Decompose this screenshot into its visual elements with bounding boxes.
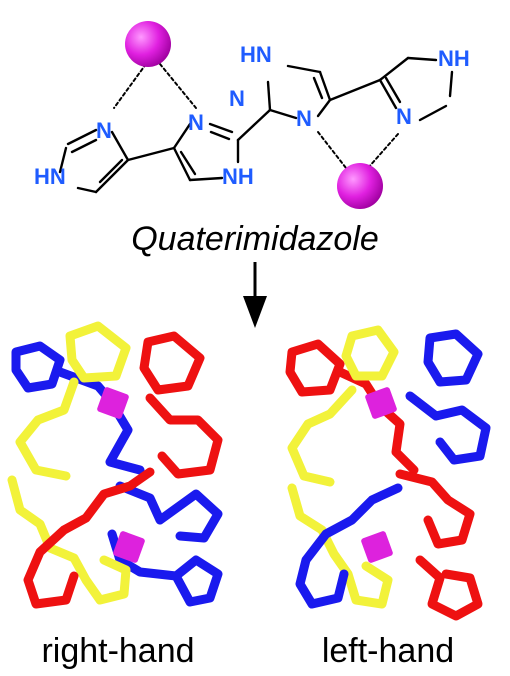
- metal-ion-bottom: [337, 163, 383, 209]
- metal-center-top-2: [365, 387, 397, 419]
- reaction-arrow: [243, 262, 267, 328]
- helicate-left-hand: [285, 325, 491, 621]
- metal-center-top: [97, 387, 129, 419]
- helicate-right-hand: [7, 321, 223, 609]
- metal-ion-top: [125, 21, 171, 67]
- structure: [58, 56, 454, 194]
- caption-left-hand: left-hand: [322, 632, 454, 670]
- label-nh-top-left: HN: [240, 42, 272, 67]
- metal-center-bottom-2: [361, 531, 393, 563]
- metal-center-bottom: [113, 531, 145, 563]
- compound-name: Quaterimidazole: [131, 220, 379, 258]
- label-n-4: N: [296, 106, 312, 131]
- label-nh-top-right: NH: [438, 46, 470, 71]
- caption-right-hand: right-hand: [41, 632, 194, 670]
- label-n-3: N: [229, 86, 245, 111]
- label-n-2: N: [188, 110, 204, 135]
- label-n-5: N: [396, 104, 412, 129]
- label-n-1: N: [96, 118, 112, 143]
- label-nh-bottom-center: NH: [222, 164, 254, 189]
- label-nh-bottom-left: HN: [34, 164, 66, 189]
